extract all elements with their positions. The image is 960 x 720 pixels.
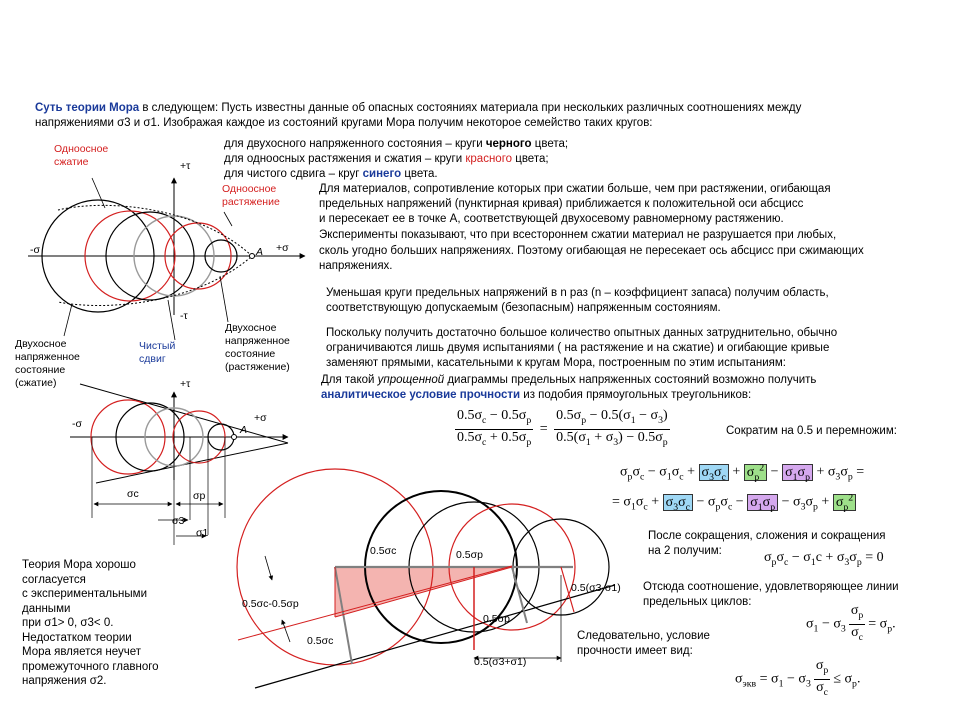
paragraph-analytic-2: аналитическое условие прочности из подоб… — [321, 389, 752, 401]
note-simplify: Сократим на 0.5 и перемножим: — [726, 425, 897, 437]
formula-expand-2: = σ1σc + σ3σc − σpσc − σ1σp − σ3σp + σp2 — [612, 492, 857, 512]
envelope-curve-1 — [57, 204, 253, 306]
red-circle-uniaxial-compression — [84, 210, 176, 302]
label-sigma-3-2: σ3 — [172, 515, 185, 527]
note-hence: Отсюда соотношение, удовлетворяющее лини… — [643, 581, 899, 608]
label-minus-tau-1: -τ — [180, 310, 188, 322]
label-sigma-p-2: σp — [193, 490, 206, 502]
mohr-circles-diagram-1 — [28, 177, 306, 341]
gray-circle-pure-shear — [133, 215, 215, 297]
label-plus-sigma-2: +σ — [254, 412, 267, 424]
black-circle-biaxial-tension — [204, 239, 238, 273]
label-minus-sigma-1: -σ — [30, 244, 40, 256]
radius-biaxial — [560, 566, 575, 613]
black-circle-2a — [115, 402, 185, 472]
triangle-hypotenuse — [334, 566, 513, 618]
leader-line-tens — [223, 211, 233, 227]
leader-line-biaxial-tens — [219, 275, 229, 323]
label-diff-31: 0.5(σ3-σ1) — [571, 582, 621, 594]
red-parallel-line — [237, 565, 513, 641]
intro-line-2: напряжениями σ3 и σ1. Изображая каждое и… — [35, 117, 653, 129]
intro-line-1: Суть теории Мора в следующем: Пусть изве… — [35, 101, 801, 116]
label-sigma-c-2: σc — [127, 488, 139, 500]
label-half-diff: 0.5σc-0.5σp — [242, 598, 299, 610]
intro-rest: в следующем: Пусть известны данные об оп… — [139, 102, 802, 114]
radius-tension — [511, 566, 528, 624]
legend-line-1: для двухосного напряженного состояния – … — [224, 138, 569, 150]
similar-triangles-diagram — [236, 468, 616, 689]
radius-compression — [334, 566, 353, 665]
red-circle-compression-2 — [90, 399, 166, 475]
label-plus-tau-1: +τ — [180, 160, 191, 172]
point-a-marker-1 — [249, 253, 255, 259]
intro-bold: Суть теории Мора — [35, 102, 140, 114]
lower-tangent-2 — [95, 442, 289, 484]
leader-line-comp — [91, 177, 106, 209]
paragraph-analytic-1: Для такой упрощенной диаграммы предельны… — [321, 374, 817, 386]
diff-arrow-top — [264, 555, 274, 581]
legend-line-3: для чистого сдвига – круг синего цвета. — [224, 168, 438, 180]
leader-line-shear — [167, 299, 176, 341]
tangent-line — [254, 584, 616, 689]
leader-line-biaxial-comp — [63, 303, 73, 337]
diff-arrow-bottom — [281, 619, 291, 643]
mohr-circles-diagram-2 — [70, 383, 289, 545]
label-point-a-1: A — [256, 246, 264, 258]
label-plus-sigma-1: +σ — [276, 242, 289, 254]
label-minus-sigma-2: -σ — [72, 418, 82, 430]
point-a-marker-2 — [231, 434, 237, 440]
black-circle-2 — [105, 211, 195, 301]
upper-tangent-2 — [79, 383, 289, 444]
formula-expand-1: σpσc − σ1σc + σ3σc + σp2 − σ1σp + σ3σp = — [620, 462, 865, 483]
legend-line-2: для одноосных растяжения и сжатия – круг… — [224, 153, 549, 165]
label-half-sigma-p: 0.5σp — [456, 549, 483, 561]
red-circle-uniaxial-tension — [164, 222, 232, 290]
label-half-sigma-c-low: 0.5σc — [307, 635, 334, 647]
label-sum-31: 0.5(σ3+σ1) — [474, 656, 527, 668]
label-point-a-2: A — [240, 424, 248, 436]
label-sigma-1-2: σ1 — [196, 527, 209, 539]
label-half-sigma-p-low: 0.5σp — [483, 613, 510, 625]
label-half-sigma-c: 0.5σc — [370, 545, 397, 557]
label-plus-tau-2: +τ — [180, 378, 191, 390]
formula-reduced: σpσc − σ1c + σ3σp = 0 — [764, 550, 884, 568]
black-circle-biaxial-compression — [41, 199, 155, 313]
